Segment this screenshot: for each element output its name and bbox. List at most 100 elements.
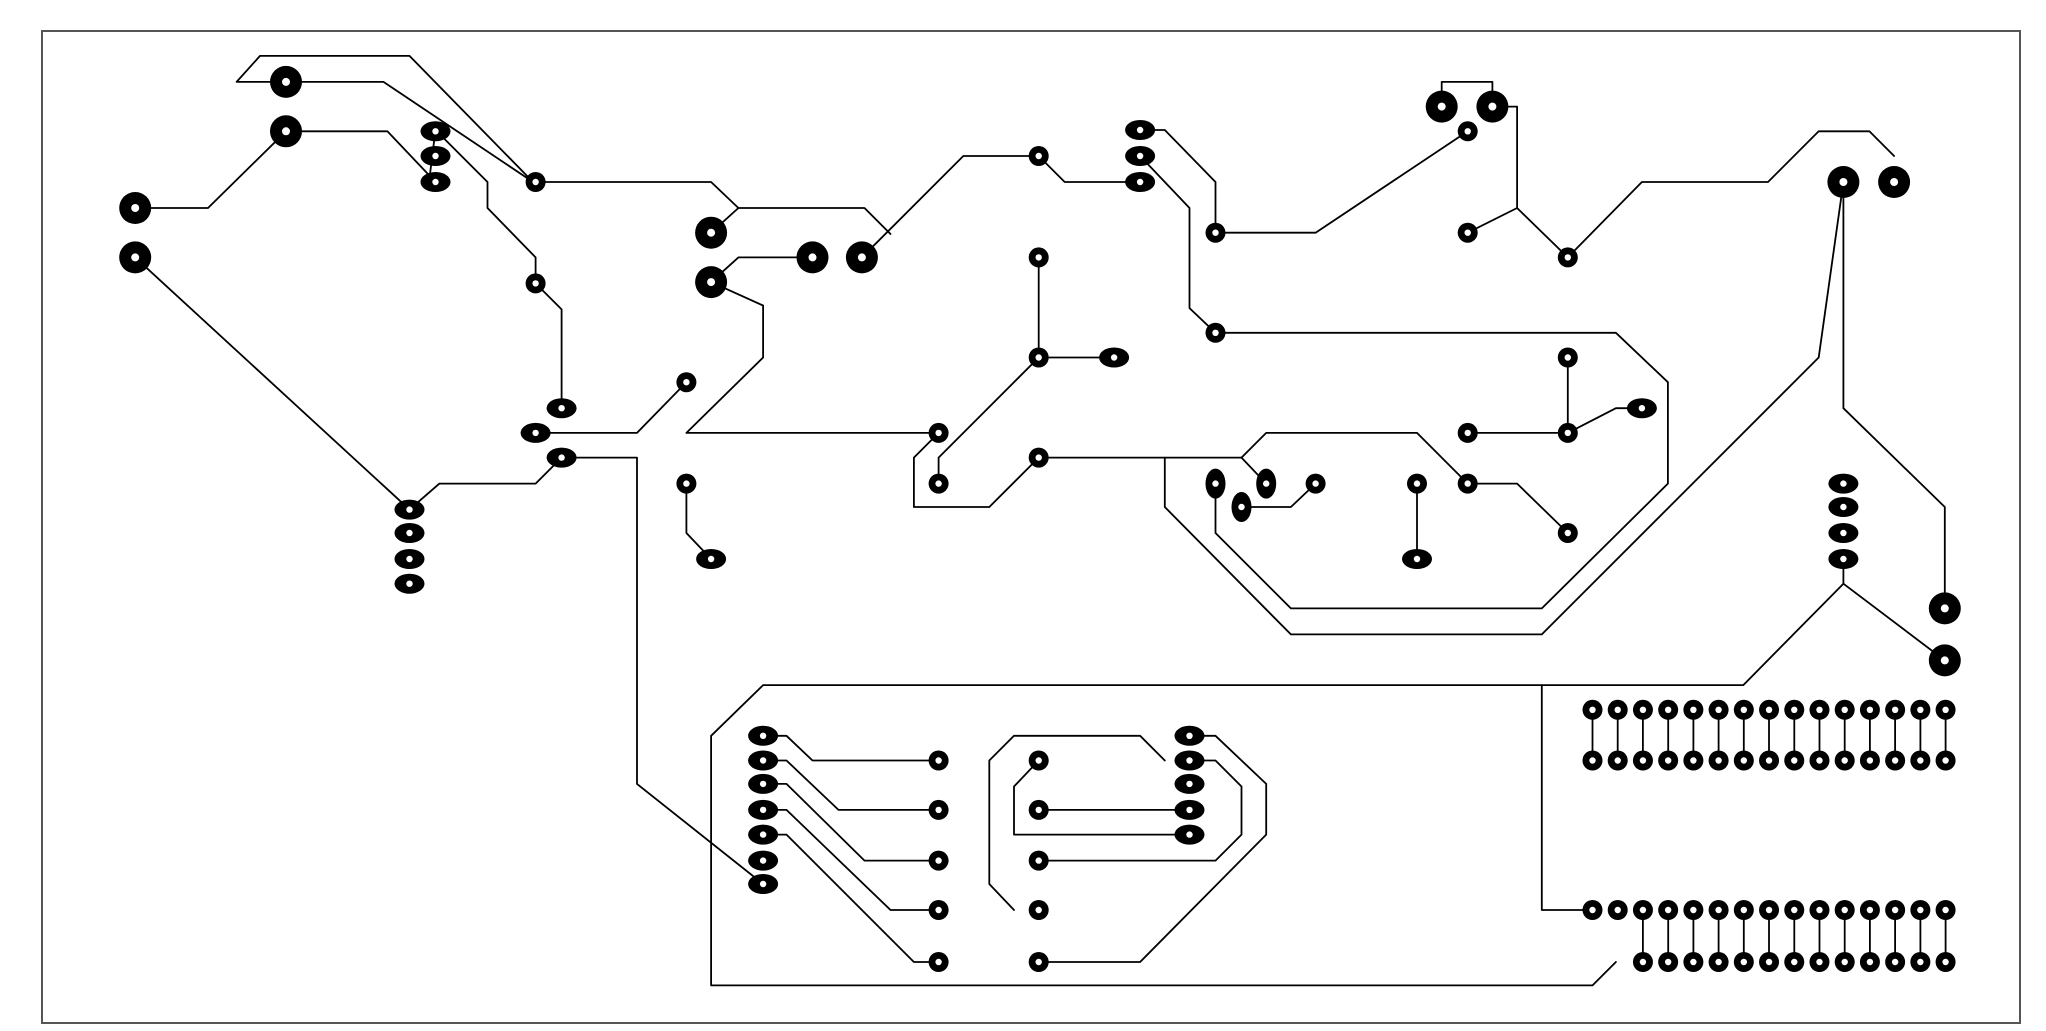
trace-7 bbox=[434, 129, 563, 410]
pad-86 bbox=[1607, 750, 1628, 771]
board-outline bbox=[41, 30, 2021, 1024]
pad-55 bbox=[1828, 497, 1859, 517]
pad-71 bbox=[928, 952, 949, 972]
trace-4 bbox=[285, 130, 437, 183]
trace-26 bbox=[1566, 130, 1895, 259]
pad-88 bbox=[1632, 699, 1653, 720]
trace-31 bbox=[710, 558, 1845, 987]
pad-84 bbox=[1582, 900, 1603, 920]
pad-135 bbox=[1910, 952, 1931, 972]
trace-42 bbox=[988, 734, 1166, 911]
pad-107 bbox=[1733, 952, 1754, 972]
trace-21 bbox=[1240, 482, 1317, 508]
pad-109 bbox=[1759, 750, 1780, 771]
pad-61 bbox=[748, 750, 779, 771]
pad-6 bbox=[420, 172, 451, 192]
pad-105 bbox=[1733, 750, 1754, 771]
pad-16 bbox=[394, 573, 425, 594]
pad-9 bbox=[546, 398, 577, 419]
pad-123 bbox=[1834, 952, 1855, 972]
pad-69 bbox=[928, 850, 949, 871]
pad-53 bbox=[1878, 166, 1911, 198]
trace-32 bbox=[1842, 582, 1946, 662]
pad-43 bbox=[1305, 473, 1326, 494]
pad-80 bbox=[1174, 799, 1205, 820]
trace-27 bbox=[1566, 356, 1643, 434]
trace-layer bbox=[134, 55, 1947, 987]
pad-48 bbox=[1557, 422, 1578, 443]
pad-67 bbox=[928, 750, 949, 771]
pad-15 bbox=[394, 549, 425, 569]
pad-2 bbox=[119, 192, 152, 224]
pad-131 bbox=[1885, 952, 1906, 972]
pad-137 bbox=[1935, 750, 1956, 771]
pad-95 bbox=[1658, 952, 1679, 972]
pad-8 bbox=[525, 273, 546, 294]
pad-28 bbox=[928, 422, 949, 443]
pad-104 bbox=[1733, 699, 1754, 720]
trace-9 bbox=[560, 456, 764, 885]
pad-74 bbox=[1028, 850, 1049, 871]
pad-63 bbox=[748, 799, 779, 820]
pad-90 bbox=[1632, 900, 1653, 920]
pad-64 bbox=[748, 824, 779, 845]
pad-112 bbox=[1784, 699, 1805, 720]
pad-47 bbox=[1457, 422, 1478, 443]
pad-91 bbox=[1632, 952, 1653, 972]
pad-93 bbox=[1658, 750, 1679, 771]
pad-18 bbox=[695, 266, 728, 299]
trace-34 bbox=[762, 734, 940, 762]
pad-87 bbox=[1607, 900, 1628, 920]
trace-23 bbox=[685, 482, 712, 560]
pad-133 bbox=[1910, 750, 1931, 771]
trace-41 bbox=[1037, 759, 1243, 862]
pad-54 bbox=[1828, 473, 1859, 494]
pad-26 bbox=[1028, 347, 1049, 368]
pad-21 bbox=[1028, 146, 1049, 166]
pad-99 bbox=[1683, 952, 1704, 972]
pad-134 bbox=[1910, 900, 1931, 920]
trace-33 bbox=[1540, 684, 1594, 911]
pad-24 bbox=[1125, 172, 1156, 192]
pad-17 bbox=[695, 216, 728, 249]
trace-3 bbox=[134, 130, 287, 209]
pad-118 bbox=[1809, 900, 1830, 920]
pad-29 bbox=[928, 473, 949, 494]
pad-37 bbox=[1457, 121, 1478, 142]
pad-92 bbox=[1658, 699, 1679, 720]
trace-15 bbox=[1139, 155, 1669, 610]
pad-110 bbox=[1759, 900, 1780, 920]
pad-81 bbox=[1174, 824, 1205, 845]
pad-111 bbox=[1759, 952, 1780, 972]
pad-139 bbox=[1935, 952, 1956, 972]
trace-30 bbox=[1842, 181, 1946, 610]
pad-106 bbox=[1733, 900, 1754, 920]
pad-5 bbox=[420, 146, 451, 166]
pad-19 bbox=[796, 241, 829, 274]
trace-13 bbox=[861, 155, 1141, 259]
pad-121 bbox=[1834, 750, 1855, 771]
pad-3 bbox=[119, 241, 152, 274]
pad-36 bbox=[1476, 90, 1509, 123]
pad-25 bbox=[1028, 247, 1049, 268]
pad-75 bbox=[1028, 900, 1049, 920]
pad-42 bbox=[1231, 492, 1252, 522]
pad-66 bbox=[748, 874, 779, 894]
pad-39 bbox=[1557, 247, 1578, 268]
pad-62 bbox=[748, 773, 779, 794]
pad-96 bbox=[1683, 699, 1704, 720]
pad-59 bbox=[1928, 644, 1961, 677]
pad-7 bbox=[525, 172, 546, 192]
trace-35 bbox=[762, 759, 940, 811]
pad-57 bbox=[1828, 549, 1859, 569]
trace-18 bbox=[1037, 181, 1845, 636]
trace-11 bbox=[685, 281, 1040, 508]
pad-97 bbox=[1683, 750, 1704, 771]
pad-23 bbox=[1125, 146, 1156, 166]
pad-100 bbox=[1708, 699, 1729, 720]
pad-35 bbox=[1425, 90, 1458, 123]
pad-31 bbox=[676, 473, 697, 494]
pad-32 bbox=[696, 549, 727, 569]
pad-127 bbox=[1859, 952, 1880, 972]
